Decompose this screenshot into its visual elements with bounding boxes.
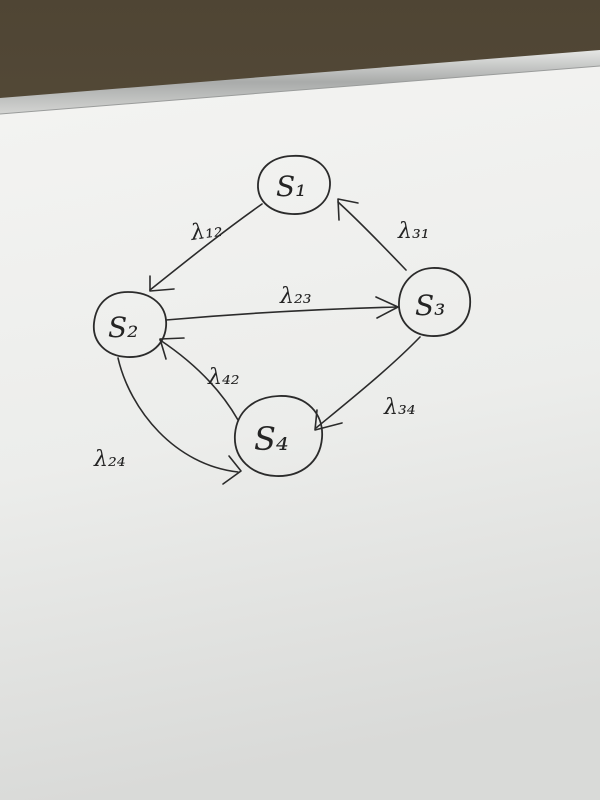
edge-s2-s3-label: λ₂₃ <box>279 284 312 309</box>
edge-s1-s2-arrowhead <box>149 275 175 292</box>
edge-s3-s4-line <box>315 336 421 429</box>
edge-s3-s4-arrowhead <box>314 409 343 431</box>
edge-s3-s1-label: λ₃₁ <box>397 219 430 244</box>
edge-s2-s4-line <box>117 357 239 473</box>
edge-s4-s2-line <box>159 339 239 421</box>
whiteboard <box>0 62 600 800</box>
edge-s2-s4-arrowhead <box>222 455 242 485</box>
edge-s3-s1-arrowhead <box>337 198 359 221</box>
node-s2-circle <box>93 291 167 358</box>
edge-s4-s2-label: λ₄₂ <box>207 365 240 390</box>
edge-s1-s2-line <box>149 203 263 291</box>
node-s2-label: S₂ <box>108 311 138 344</box>
node-s4-circle <box>234 395 323 477</box>
edge-s1-s2-label: λ₁₂ <box>188 217 224 246</box>
edge-s2-s4-label: λ₂₄ <box>93 447 126 472</box>
node-s4-label: S₄ <box>254 420 289 458</box>
node-s1-label: S₁ <box>276 170 306 203</box>
node-s3-circle <box>398 267 471 337</box>
edge-s3-s1-line <box>337 201 407 271</box>
edge-s2-s3-line <box>165 306 399 321</box>
frame-edge-line <box>0 65 600 115</box>
edge-s2-s3-arrowhead <box>375 296 399 319</box>
whiteboard-frame <box>0 50 600 114</box>
node-s3-label: S₃ <box>415 289 445 322</box>
edge-s3-s4-label: λ₃₄ <box>383 395 416 420</box>
node-s1-circle <box>257 155 331 215</box>
edge-s4-s2-arrowhead <box>159 337 185 360</box>
